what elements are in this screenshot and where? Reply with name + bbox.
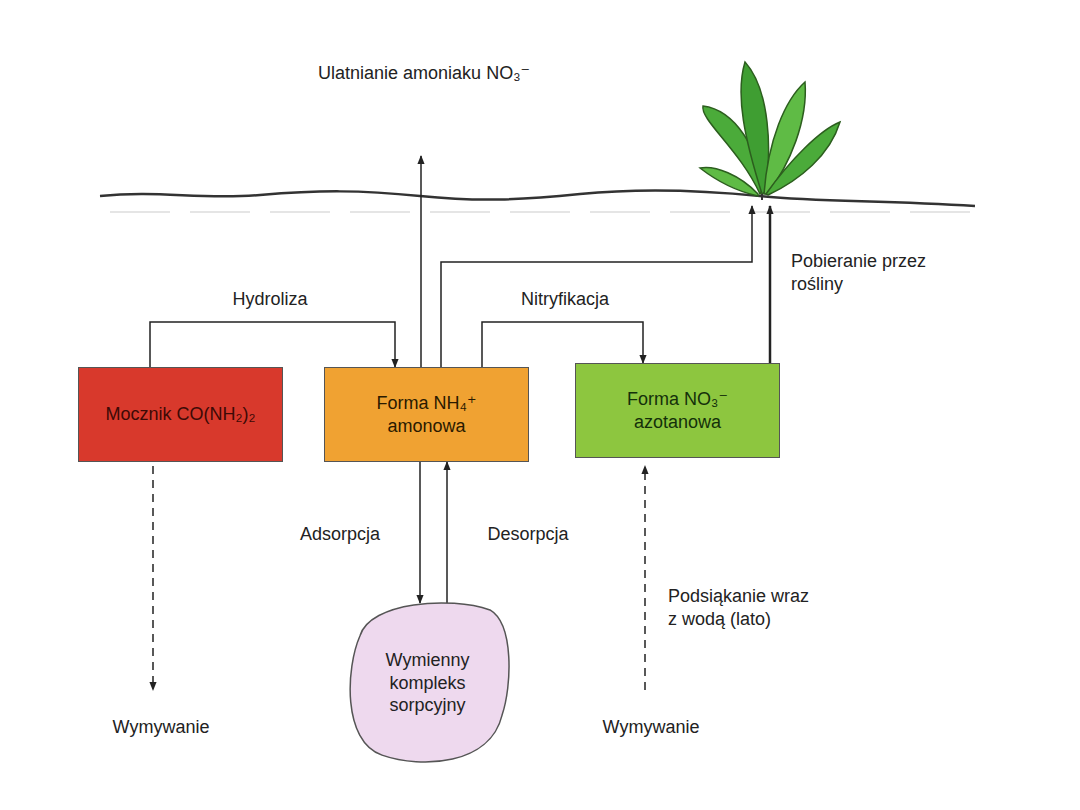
process-label: Pobieranie przez rośliny <box>788 250 934 295</box>
soil-line-shadow <box>110 211 970 213</box>
process-label: Ulatnianie amoniaku NO₃⁻ <box>311 62 537 85</box>
edge-label: Adsorpcja <box>297 523 383 546</box>
plant <box>700 62 840 200</box>
process-arrow <box>150 322 395 367</box>
sorption-blob: Wymienny kompleks sorpcyjny <box>340 596 515 770</box>
node-text: Forma NO₃⁻ azotanowa <box>603 388 753 433</box>
node-text: Mocznik CO(NH₂)₂ <box>106 403 256 426</box>
leaching-arrow <box>152 466 154 690</box>
process-box: Forma NH₄⁺ amonowa <box>324 367 529 462</box>
edge-label: Nitryfikacja <box>518 288 612 311</box>
process-arrow <box>482 322 643 367</box>
process-label: Wymywanie <box>578 716 724 739</box>
process-label: Wymywanie <box>88 716 234 739</box>
soil-line <box>100 190 975 206</box>
nitrate-uptake-arrow <box>769 206 772 363</box>
node-text: Forma NH₄⁺ amonowa <box>352 392 502 437</box>
process-arrow <box>419 462 421 603</box>
process-box: Forma NO₃⁻ azotanowa <box>575 363 780 458</box>
edge-label: Desorpcja <box>484 523 571 546</box>
capillary-rise-arrow <box>644 466 646 690</box>
node-text: Wymienny kompleks sorpcyjny <box>373 649 483 717</box>
ammonium-uptake-arrow <box>441 206 752 367</box>
process-arrow <box>446 462 448 603</box>
process-box: Mocznik CO(NH₂)₂ <box>78 367 283 462</box>
process-label: Podsiąkanie wraz z wodą (lato) <box>665 585 821 630</box>
volatilisation-arrow <box>420 156 422 367</box>
edge-label: Hydroliza <box>229 288 310 311</box>
